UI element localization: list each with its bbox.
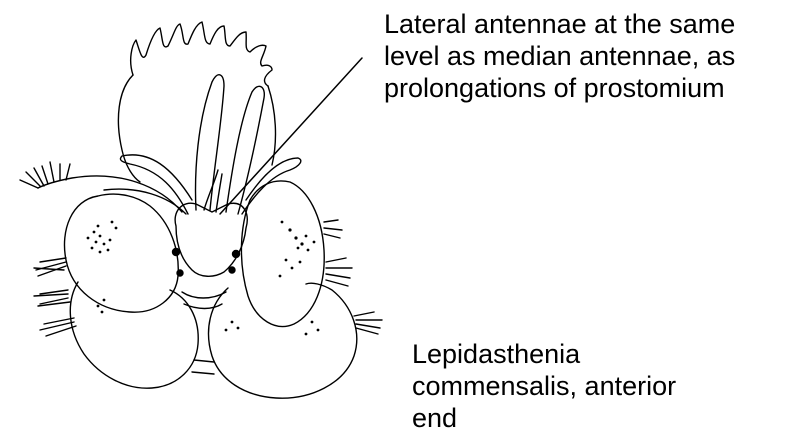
annotation-line-2: level as median antennae, as bbox=[384, 40, 800, 72]
elytron-right-upper bbox=[241, 181, 324, 326]
dorsal-crest bbox=[131, 22, 272, 86]
figure-caption: Lepidasthenia commensalis, anterior end bbox=[412, 338, 752, 434]
annotation-line-3: prolongations of prostomium bbox=[384, 72, 800, 104]
elytra-stippling bbox=[87, 221, 320, 336]
chaetae-left bbox=[34, 258, 76, 336]
annotation-text: Lateral antennae at the same level as me… bbox=[384, 8, 800, 104]
eye-right bbox=[233, 251, 240, 258]
tentacular-cirrus-left-3 bbox=[120, 155, 192, 214]
fringe-left-top bbox=[20, 162, 70, 188]
tentacular-cirrus-right bbox=[242, 158, 301, 214]
annotation-leader-line bbox=[220, 58, 362, 214]
elytron-right-lower bbox=[209, 283, 357, 398]
caption-line-3: end bbox=[412, 402, 752, 434]
elytron-left-upper bbox=[64, 194, 178, 312]
caption-line-2: commensalis, anterior bbox=[412, 370, 752, 402]
median-antenna-right bbox=[226, 86, 264, 214]
tentacular-cirrus-left-2 bbox=[104, 189, 186, 214]
annotation-line-1: Lateral antennae at the same bbox=[384, 8, 800, 40]
caption-line-1: Lepidasthenia bbox=[412, 338, 752, 370]
lateral-antenna bbox=[204, 170, 222, 212]
eye-right-lower bbox=[229, 267, 235, 273]
